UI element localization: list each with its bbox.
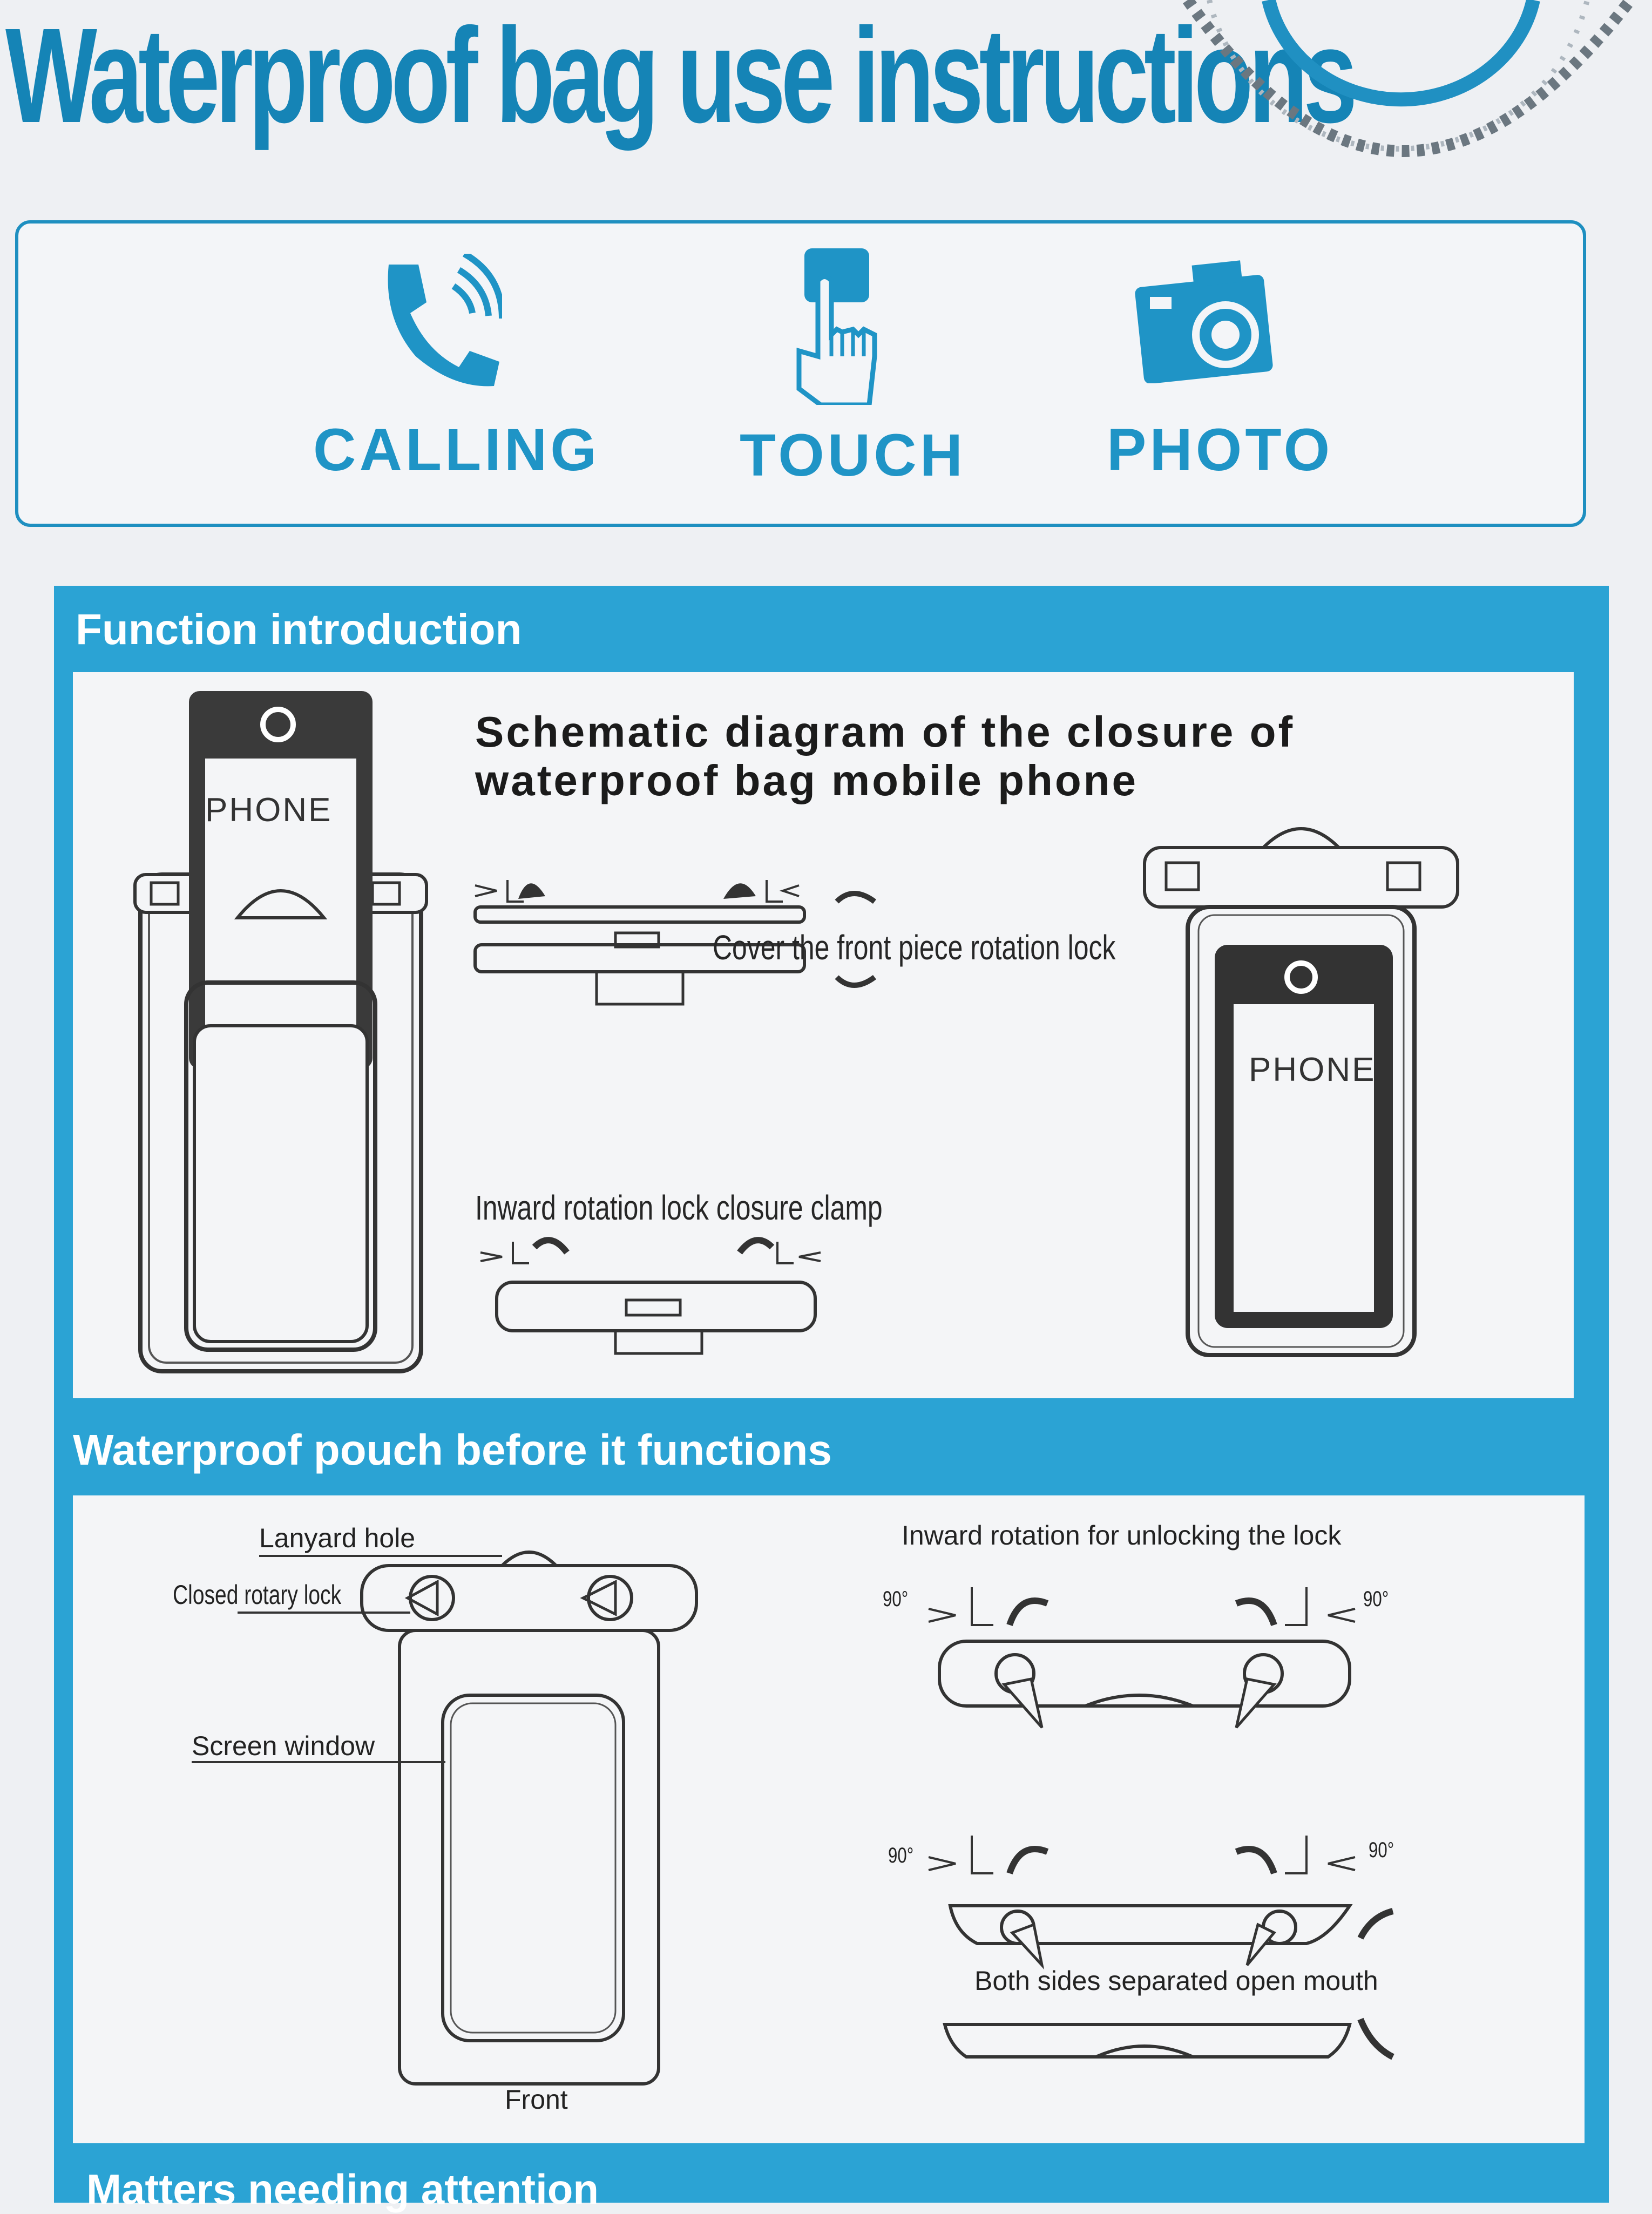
screen-leader-line (192, 1761, 445, 1763)
cover-lock-diagram (473, 880, 876, 1006)
phone-label-left: PHONE (205, 791, 333, 829)
cover-lock-caption: Cover the front piece rotation lock (713, 928, 1116, 967)
front-label: Front (505, 2084, 568, 2115)
feature-label-photo: PHOTO (1107, 417, 1333, 483)
pouch-panel (73, 1495, 1585, 2143)
function-intro-title: Function introduction (76, 605, 522, 653)
seal-decoration (1182, 0, 1635, 157)
feature-label-touch: TOUCH (740, 422, 966, 489)
schematic-title-line2: waterproof bag mobile phone (475, 756, 1139, 804)
phone-calling-icon (388, 254, 502, 387)
touch-hand-icon (796, 248, 877, 405)
angle-label-open-left: 90° (888, 1844, 914, 1867)
bag-front-phone-diagram (1143, 827, 1459, 1357)
unlock-caption: Inward rotation for unlocking the lock (902, 1520, 1342, 1551)
pouch-front-diagram (360, 1551, 698, 2086)
inward-closure-diagram (480, 1237, 821, 1355)
angle-label-unlock-left: 90° (883, 1587, 909, 1611)
angle-label-unlock-right: 90° (1363, 1587, 1389, 1611)
lanyard-leader-line (259, 1555, 502, 1557)
unlock-lock-diagram (928, 1587, 1356, 1729)
phone-label-right: PHONE (1249, 1051, 1376, 1088)
inward-closure-caption: Inward rotation lock closure clamp (475, 1188, 883, 1227)
open-mouth-diagram (928, 1836, 1394, 2060)
attention-section-title: Matters needing attention (86, 2165, 599, 2213)
schematic-title-line1: Schematic diagram of the closure of (475, 708, 1295, 756)
bag-with-phone-diagram (133, 691, 428, 1373)
angle-label-open-right: 90° (1369, 1838, 1394, 1862)
open-mouth-caption: Both sides separated open mouth (974, 1966, 1378, 1996)
rotary-leader-line (238, 1612, 410, 1614)
screen-window-label: Screen window (192, 1731, 375, 1761)
lanyard-hole-label: Lanyard hole (259, 1523, 416, 1553)
page-title: Waterproof bag use instructions (5, 0, 1357, 151)
feature-label-calling: CALLING (313, 417, 600, 483)
pouch-section-title: Waterproof pouch before it functions (73, 1426, 832, 1474)
camera-icon (1135, 260, 1273, 383)
rotary-lock-label: Closed rotary lock (173, 1580, 342, 1610)
